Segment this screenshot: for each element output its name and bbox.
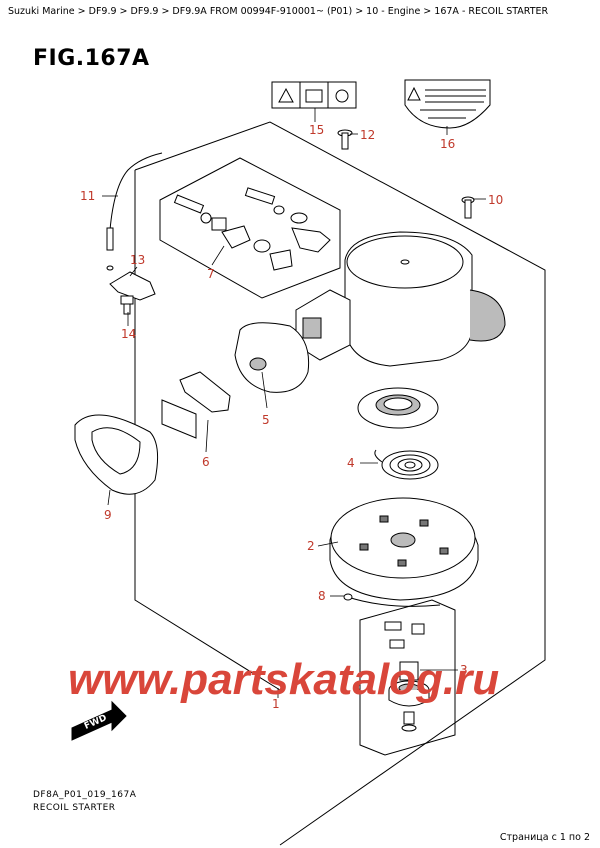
warning-label-16 <box>404 79 491 129</box>
callout-10[interactable]: 10 <box>488 193 503 207</box>
page-counter: Страница с 1 по 2 <box>499 832 590 843</box>
callout-2[interactable]: 2 <box>307 539 315 553</box>
callout-7[interactable]: 7 <box>207 267 215 281</box>
callout-13[interactable]: 13 <box>130 253 145 267</box>
callout-8[interactable]: 8 <box>318 589 326 603</box>
callout-5[interactable]: 5 <box>262 413 270 427</box>
frame-outline-lower <box>134 170 281 691</box>
parts-group-1 <box>384 621 430 732</box>
recoil-spring-4 <box>374 449 439 480</box>
spring-cover <box>357 387 439 429</box>
drawing-name: RECOIL STARTER <box>33 803 116 813</box>
bolt-12 <box>337 129 353 150</box>
callout-4[interactable]: 4 <box>347 456 355 470</box>
subframe-1 <box>359 599 456 756</box>
parts-group-7 <box>173 187 331 271</box>
subframe-7 <box>159 157 341 299</box>
drawing-code: DF8A_P01_019_167A <box>33 790 137 800</box>
callout-11[interactable]: 11 <box>80 189 95 203</box>
bolt-14 <box>120 295 134 315</box>
cable-11 <box>109 152 163 231</box>
frame-outline <box>134 121 546 846</box>
callout-16[interactable]: 16 <box>440 137 455 151</box>
callout-14[interactable]: 14 <box>121 327 136 341</box>
handle-cover-5 <box>234 322 310 393</box>
callout-6[interactable]: 6 <box>202 455 210 469</box>
callout-1[interactable]: 1 <box>272 697 280 711</box>
pulley-2 <box>329 497 479 601</box>
callout-15[interactable]: 15 <box>309 123 324 137</box>
breadcrumb[interactable]: Suzuki Marine > DF9.9 > DF9.9 > DF9.9A F… <box>8 6 549 17</box>
callout-3[interactable]: 3 <box>460 663 468 677</box>
rope-8 <box>344 595 441 607</box>
callout-12[interactable]: 12 <box>360 128 375 142</box>
recoil-starter-housing <box>295 231 506 367</box>
warning-label-15 <box>271 81 357 109</box>
lever-6 <box>161 371 231 439</box>
bolt-10 <box>461 196 475 219</box>
forward-arrow-icon: FWD <box>71 700 127 741</box>
bracket-13 <box>109 271 156 301</box>
figure-title: FIG.167A <box>33 46 150 71</box>
callout-9[interactable]: 9 <box>104 508 112 522</box>
watermark: www.partskatalog.ru <box>68 655 499 704</box>
